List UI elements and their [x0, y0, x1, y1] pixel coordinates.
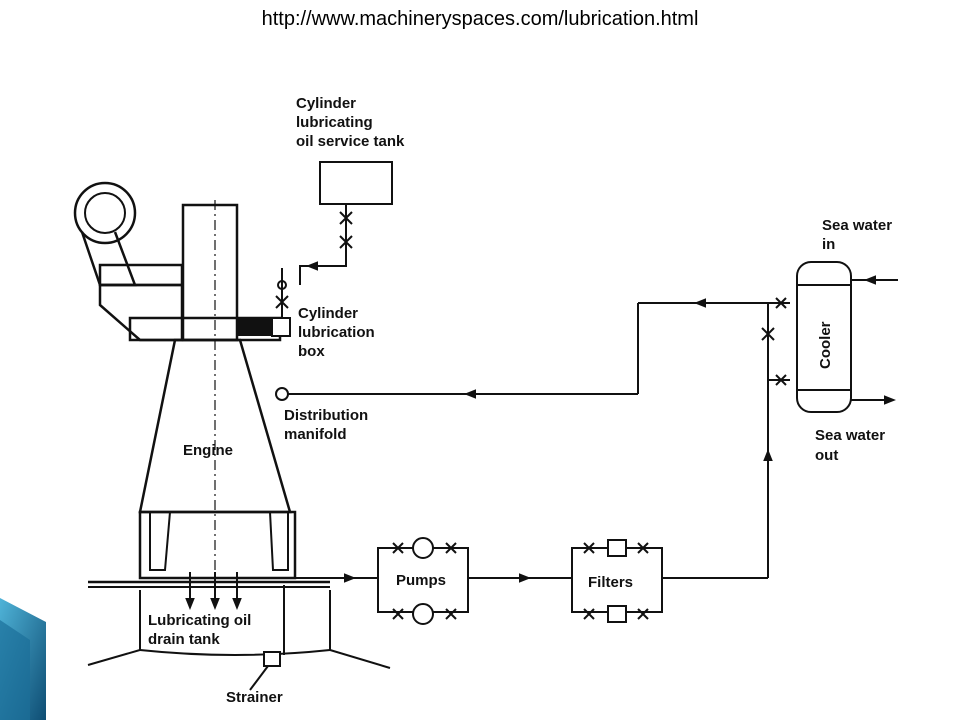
sea-in-label-2: in — [822, 236, 835, 253]
engine-label: Engine — [183, 442, 233, 459]
distribution-line — [275, 298, 790, 401]
drain-tank-label-1: Lubricating oil — [148, 612, 251, 629]
filters-block — [571, 539, 663, 623]
strainer-label: Strainer — [226, 689, 283, 706]
pump-line — [284, 303, 790, 583]
pumps-block — [377, 537, 469, 625]
cylinder-lubrication-box — [238, 317, 291, 337]
sea-out-label-1: Sea water — [815, 427, 885, 444]
engine — [88, 200, 330, 588]
turbocharger — [73, 181, 184, 342]
cyl-box-label-3: box — [298, 343, 325, 360]
cyl-box-label-2: lubrication — [298, 324, 375, 341]
cyl-tank-label-3: oil service tank — [296, 133, 405, 150]
sea-out-label-2: out — [815, 447, 838, 464]
distribution-label-1: Distribution — [284, 407, 368, 424]
corner-decoration — [0, 598, 46, 720]
sea-in-label-1: Sea water — [822, 217, 892, 234]
cooler — [775, 261, 898, 413]
drain-tank-label-2: drain tank — [148, 631, 220, 648]
drain-tank — [87, 572, 391, 669]
strainer — [249, 585, 285, 691]
cylinder-oil-tank — [275, 161, 393, 318]
pumps-label: Pumps — [396, 572, 446, 589]
cyl-tank-label-1: Cylinder — [296, 95, 356, 112]
source-url[interactable]: http://www.machineryspaces.com/lubricati… — [261, 8, 699, 30]
cooler-label: Cooler — [817, 321, 834, 369]
filters-label: Filters — [588, 574, 633, 591]
cyl-box-label-1: Cylinder — [298, 305, 358, 322]
distribution-label-2: manifold — [284, 426, 347, 443]
cyl-tank-label-2: lubricating — [296, 114, 373, 131]
